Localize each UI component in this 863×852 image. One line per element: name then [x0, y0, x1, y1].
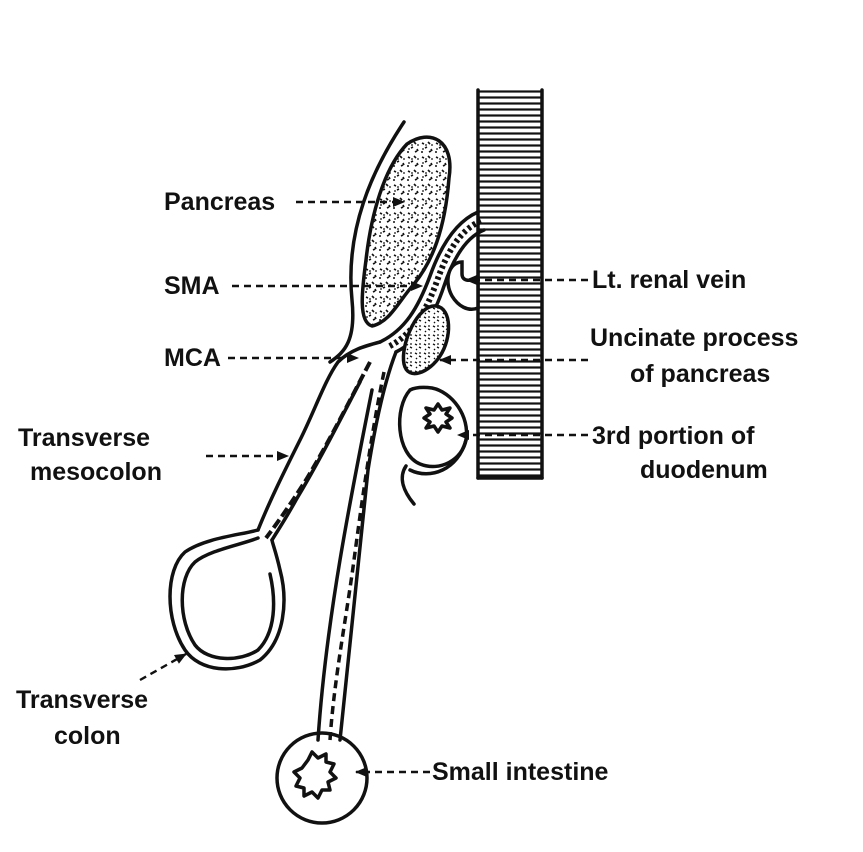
leader-transverse-colon: [139, 652, 187, 682]
transverse-colon-inner: [180, 536, 276, 661]
label-mca: MCA: [164, 344, 221, 372]
leaders: [139, 197, 588, 777]
mesentery: [256, 340, 398, 742]
label-uncinate-line2: of pancreas: [630, 360, 770, 388]
label-transverse-mesocolon-line1: Transverse: [18, 424, 150, 452]
transverse-colon-shape: [168, 528, 286, 671]
label-lt-renal-vein: Lt. renal vein: [592, 266, 746, 294]
duodenum-shape: [397, 385, 469, 506]
label-transverse-colon-line1: Transverse: [16, 686, 148, 714]
label-duodenum-line2: duodenum: [640, 456, 768, 484]
labels: Pancreas SMA MCA Transverse mesocolon Tr…: [16, 188, 798, 786]
label-small-intestine: Small intestine: [432, 758, 609, 786]
label-duodenum-line1: 3rd portion of: [592, 422, 755, 450]
aorta-column: [476, 88, 544, 480]
uncinate-process-shape: [401, 304, 451, 376]
label-transverse-colon-line2: colon: [54, 722, 121, 750]
lt-renal-vein-shape: [446, 260, 480, 311]
label-sma: SMA: [164, 272, 220, 300]
peritoneum-outline: [328, 120, 406, 364]
label-uncinate-line1: Uncinate process: [590, 324, 798, 352]
pancreas-body: [360, 135, 452, 328]
label-transverse-mesocolon-line2: mesocolon: [30, 458, 162, 486]
small-intestine-shape: [275, 731, 369, 825]
label-pancreas: Pancreas: [164, 188, 275, 216]
